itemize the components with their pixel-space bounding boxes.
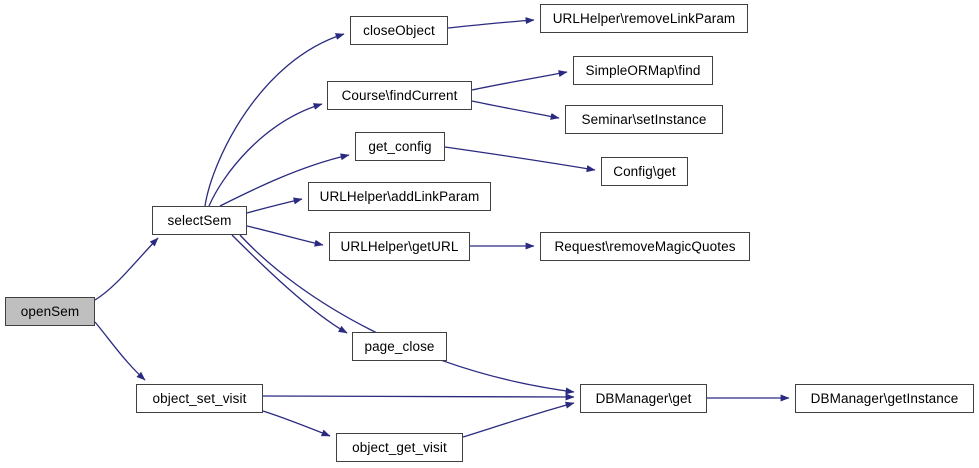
graph-node-Request_removeMagicQuotes[interactable]: Request\removeMagicQuotes — [540, 232, 750, 261]
graph-node-Config_get[interactable]: Config\get — [601, 157, 688, 186]
graph-node-openSem[interactable]: openSem — [5, 297, 95, 326]
edge-openSem-to-selectSem — [94, 237, 159, 301]
graph-node-SimpleORMap_find[interactable]: SimpleORMap\find — [573, 56, 713, 85]
graph-node-Course_findCurrent[interactable]: Course\findCurrent — [327, 81, 472, 110]
graph-node-label: SimpleORMap\find — [585, 62, 701, 78]
graph-node-selectSem[interactable]: selectSem — [152, 206, 247, 235]
graph-node-object_get_visit[interactable]: object_get_visit — [336, 433, 463, 462]
edge-Course_findCurrent-to-SimpleORMap_find — [471, 70, 568, 91]
edge-openSem-to-object_set_visit — [94, 321, 146, 381]
edge-object_set_visit-to-DBManager_get — [262, 393, 575, 401]
graph-node-DBManager_get[interactable]: DBManager\get — [580, 384, 707, 413]
graph-node-URLHelper_addLinkParam[interactable]: URLHelper\addLinkParam — [308, 182, 491, 211]
edge-object_set_visit-to-object_get_visit — [262, 410, 331, 437]
graph-node-label: DBManager\get — [595, 390, 692, 406]
edge-selectSem-to-URLHelper_getURL — [246, 225, 324, 247]
graph-node-Seminar_setInstance[interactable]: Seminar\setInstance — [565, 105, 723, 134]
graph-node-get_config[interactable]: get_config — [355, 132, 445, 161]
graph-node-label: closeObject — [363, 22, 435, 38]
graph-node-object_set_visit[interactable]: object_set_visit — [136, 384, 263, 413]
graph-node-label: selectSem — [167, 212, 232, 228]
graph-node-URLHelper_getURL[interactable]: URLHelper\getURL — [329, 232, 470, 261]
graph-node-URLHelper_removeLinkParam[interactable]: URLHelper\removeLinkParam — [540, 4, 748, 33]
edge-selectSem-to-closeObject — [204, 33, 345, 207]
graph-node-label: Course\findCurrent — [341, 87, 458, 103]
graph-node-label: Seminar\setInstance — [581, 111, 707, 127]
graph-node-DBManager_getInstance[interactable]: DBManager\getInstance — [795, 384, 974, 413]
graph-node-label: object_get_visit — [352, 439, 447, 455]
graph-node-label: DBManager\getInstance — [810, 390, 959, 406]
graph-node-label: get_config — [368, 138, 432, 154]
graph-node-label: URLHelper\addLinkParam — [319, 188, 480, 204]
edge-closeObject-to-URLHelper_removeLinkParam — [447, 17, 535, 29]
graph-node-label: Config\get — [613, 163, 676, 179]
graph-node-label: openSem — [20, 303, 80, 319]
graph-node-label: URLHelper\removeLinkParam — [552, 10, 736, 26]
graph-node-label: URLHelper\getURL — [340, 238, 459, 254]
edge-get_config-to-Config_get — [444, 146, 596, 173]
graph-node-label: object_set_visit — [152, 390, 247, 406]
edge-Course_findCurrent-to-Seminar_setInstance — [471, 100, 560, 120]
graph-node-closeObject[interactable]: closeObject — [350, 16, 448, 45]
edge-selectSem-to-Course_findCurrent — [208, 103, 323, 207]
graph-node-label: page_close — [364, 338, 435, 354]
graph-node-label: Request\removeMagicQuotes — [554, 238, 736, 254]
edge-object_get_visit-to-DBManager_get — [462, 401, 575, 438]
edge-selectSem-to-URLHelper_addLinkParam — [246, 197, 303, 214]
graph-node-page_close[interactable]: page_close — [352, 332, 447, 361]
